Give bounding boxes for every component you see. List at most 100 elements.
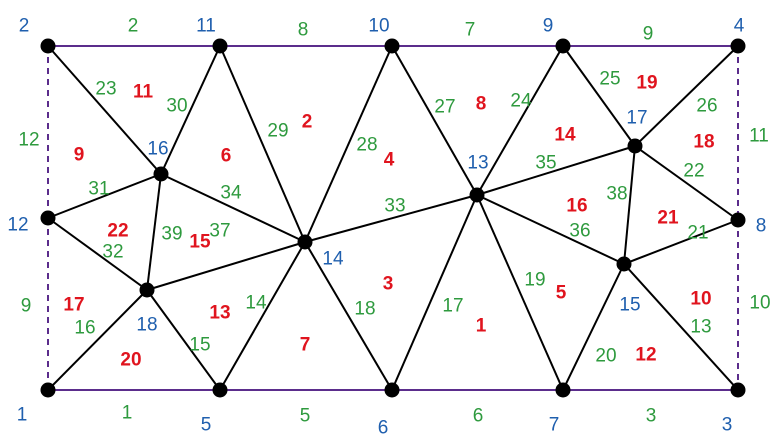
triangle-label: 14 xyxy=(554,125,576,146)
mesh-node xyxy=(139,282,155,298)
edge-label: 10 xyxy=(749,293,770,314)
edge-label: 22 xyxy=(683,161,704,182)
mesh-node xyxy=(627,138,643,154)
edge-label: 39 xyxy=(161,224,182,245)
node-label: 5 xyxy=(201,415,212,436)
mesh-node xyxy=(555,38,571,54)
triangle-label: 21 xyxy=(657,208,679,229)
edge-label: 36 xyxy=(569,221,590,242)
node-label: 11 xyxy=(196,16,216,37)
mesh-node xyxy=(153,166,169,182)
mesh-node xyxy=(40,210,56,226)
edge-label: 14 xyxy=(245,293,267,314)
mesh-edge xyxy=(562,263,625,391)
edge-label: 9 xyxy=(643,24,654,45)
node-label: 14 xyxy=(322,249,344,270)
triangle-label: 5 xyxy=(556,283,567,304)
edge-label: 12 xyxy=(18,130,39,151)
node-label: 10 xyxy=(368,16,389,37)
node-label: 1 xyxy=(17,405,28,426)
triangle-label: 9 xyxy=(74,145,85,166)
mesh-edge xyxy=(47,45,162,175)
edge-label: 24 xyxy=(510,91,532,112)
edge-label: 6 xyxy=(473,406,484,427)
mesh-edge xyxy=(304,194,478,243)
mesh-node xyxy=(469,187,485,203)
mesh-edge xyxy=(47,289,148,391)
mesh-node xyxy=(555,382,571,398)
edge-label: 16 xyxy=(74,318,95,339)
mesh-node xyxy=(212,382,228,398)
mesh-node xyxy=(40,382,56,398)
triangle-label: 13 xyxy=(209,303,230,324)
node-label: 3 xyxy=(722,415,733,436)
triangle-label: 11 xyxy=(133,82,154,103)
triangle-label: 17 xyxy=(63,295,84,316)
triangle-label: 10 xyxy=(690,289,711,310)
mesh-edge xyxy=(623,219,739,265)
edge-label: 19 xyxy=(524,270,545,291)
edge-label: 38 xyxy=(606,184,627,205)
edge-label: 13 xyxy=(690,317,711,338)
edge-label: 7 xyxy=(465,20,476,41)
mesh-edge xyxy=(219,45,306,243)
mesh-node xyxy=(40,38,56,54)
triangle-label: 4 xyxy=(384,150,395,171)
mesh-edge xyxy=(160,173,306,243)
triangle-label: 18 xyxy=(693,132,714,153)
mesh-edge xyxy=(476,145,636,196)
edge-label: 20 xyxy=(595,346,616,367)
mesh-edge xyxy=(146,241,306,291)
edge-label: 3 xyxy=(646,406,657,427)
edge-label: 31 xyxy=(88,179,109,200)
node-label: 13 xyxy=(467,153,488,174)
node-label: 7 xyxy=(549,415,560,436)
triangle-label: 2 xyxy=(302,112,313,133)
node-label: 8 xyxy=(756,216,767,237)
mesh-node xyxy=(384,38,400,54)
edge-label: 17 xyxy=(442,296,463,317)
mesh-edge xyxy=(476,194,625,265)
edge-label: 21 xyxy=(687,223,708,244)
triangle-label: 22 xyxy=(107,221,128,242)
mesh-edge xyxy=(146,289,221,391)
mesh-edge xyxy=(304,45,393,243)
mesh-edge xyxy=(623,145,636,265)
node-label: 15 xyxy=(619,295,640,316)
mesh-node xyxy=(616,256,632,272)
mesh-edge xyxy=(623,263,739,391)
triangle-label: 16 xyxy=(566,196,587,217)
edge-label: 32 xyxy=(102,242,123,263)
edge-label: 18 xyxy=(354,299,375,320)
edge-label: 37 xyxy=(209,221,230,242)
mesh-edge xyxy=(146,173,162,291)
triangle-label: 6 xyxy=(221,146,232,167)
node-label: 6 xyxy=(378,418,389,439)
edge-label: 29 xyxy=(267,121,288,142)
mesh-node xyxy=(730,212,746,228)
edge-label: 1 xyxy=(122,403,133,424)
edge-label: 15 xyxy=(189,335,210,356)
edge-label: 5 xyxy=(300,406,311,427)
triangle-label: 15 xyxy=(189,232,211,253)
mesh-edge xyxy=(47,217,148,291)
triangle-label: 20 xyxy=(120,350,141,371)
node-label: 4 xyxy=(734,16,745,37)
mesh-nodes xyxy=(40,38,746,398)
edge-label: 11 xyxy=(749,126,769,147)
triangle-label: 19 xyxy=(636,73,657,94)
mesh-edge xyxy=(476,45,564,196)
mesh-edge xyxy=(476,194,564,391)
edge-label: 8 xyxy=(298,20,309,41)
mesh-node xyxy=(212,38,228,54)
mesh-edge xyxy=(562,45,636,147)
triangle-label: 7 xyxy=(300,335,311,356)
edge-label: 9 xyxy=(21,296,32,317)
node-label: 12 xyxy=(7,215,28,236)
edge-label: 25 xyxy=(599,69,620,90)
mesh-edges xyxy=(47,45,739,391)
node-label: 9 xyxy=(543,16,554,37)
edge-label: 26 xyxy=(696,96,717,117)
